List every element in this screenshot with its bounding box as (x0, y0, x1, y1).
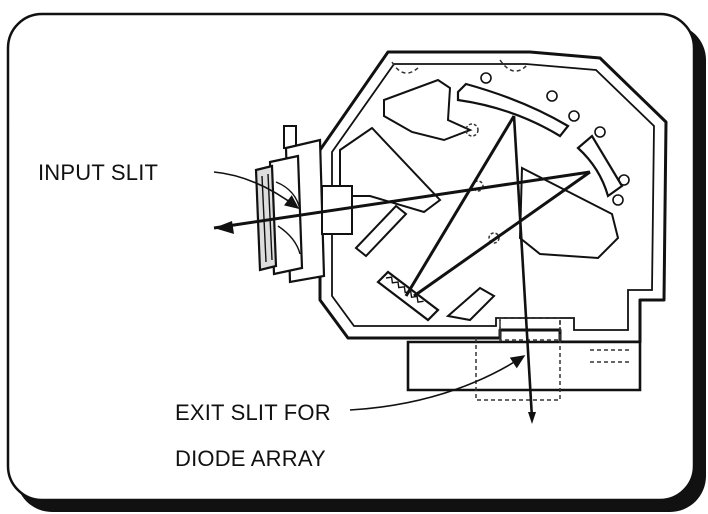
dashed-feature-top-left (391, 61, 421, 74)
collimating-mirror (456, 82, 570, 138)
screw-1 (480, 72, 492, 84)
dashed-feature-top-right (499, 59, 529, 72)
beam-input-arrowhead (214, 221, 234, 234)
grating (376, 270, 440, 322)
beam-exit-arrowhead (528, 412, 536, 424)
screw-6 (612, 194, 624, 206)
dashed-hole-3 (488, 232, 500, 244)
dashed-hole-1 (465, 123, 479, 137)
detector-block (406, 340, 642, 392)
screw-4 (594, 126, 606, 138)
housing-notch-bottom (445, 286, 496, 322)
screw-2 (546, 90, 558, 102)
beam-input (213, 170, 591, 230)
exit-slit-label-line1: EXIT SLIT FOR (175, 400, 331, 425)
input-lens-assembly (254, 125, 326, 284)
housing-pocket-top (383, 78, 473, 142)
beam-grating-to-focus (413, 170, 591, 298)
housing-strut (354, 204, 408, 258)
screw-3 (568, 110, 580, 122)
detector-dashed-chip (499, 317, 561, 341)
beam-to-exit (512, 115, 534, 419)
leader-input-slit (213, 171, 300, 209)
leader-exit-slit (349, 355, 526, 411)
exit-slit-label-line2: DIODE ARRAY (175, 446, 326, 471)
input-slit-label: INPUT SLIT (38, 160, 159, 185)
beam-collimator-to-grating (404, 115, 516, 297)
housing-inner-outline (331, 63, 655, 331)
focusing-mirror (576, 134, 624, 198)
